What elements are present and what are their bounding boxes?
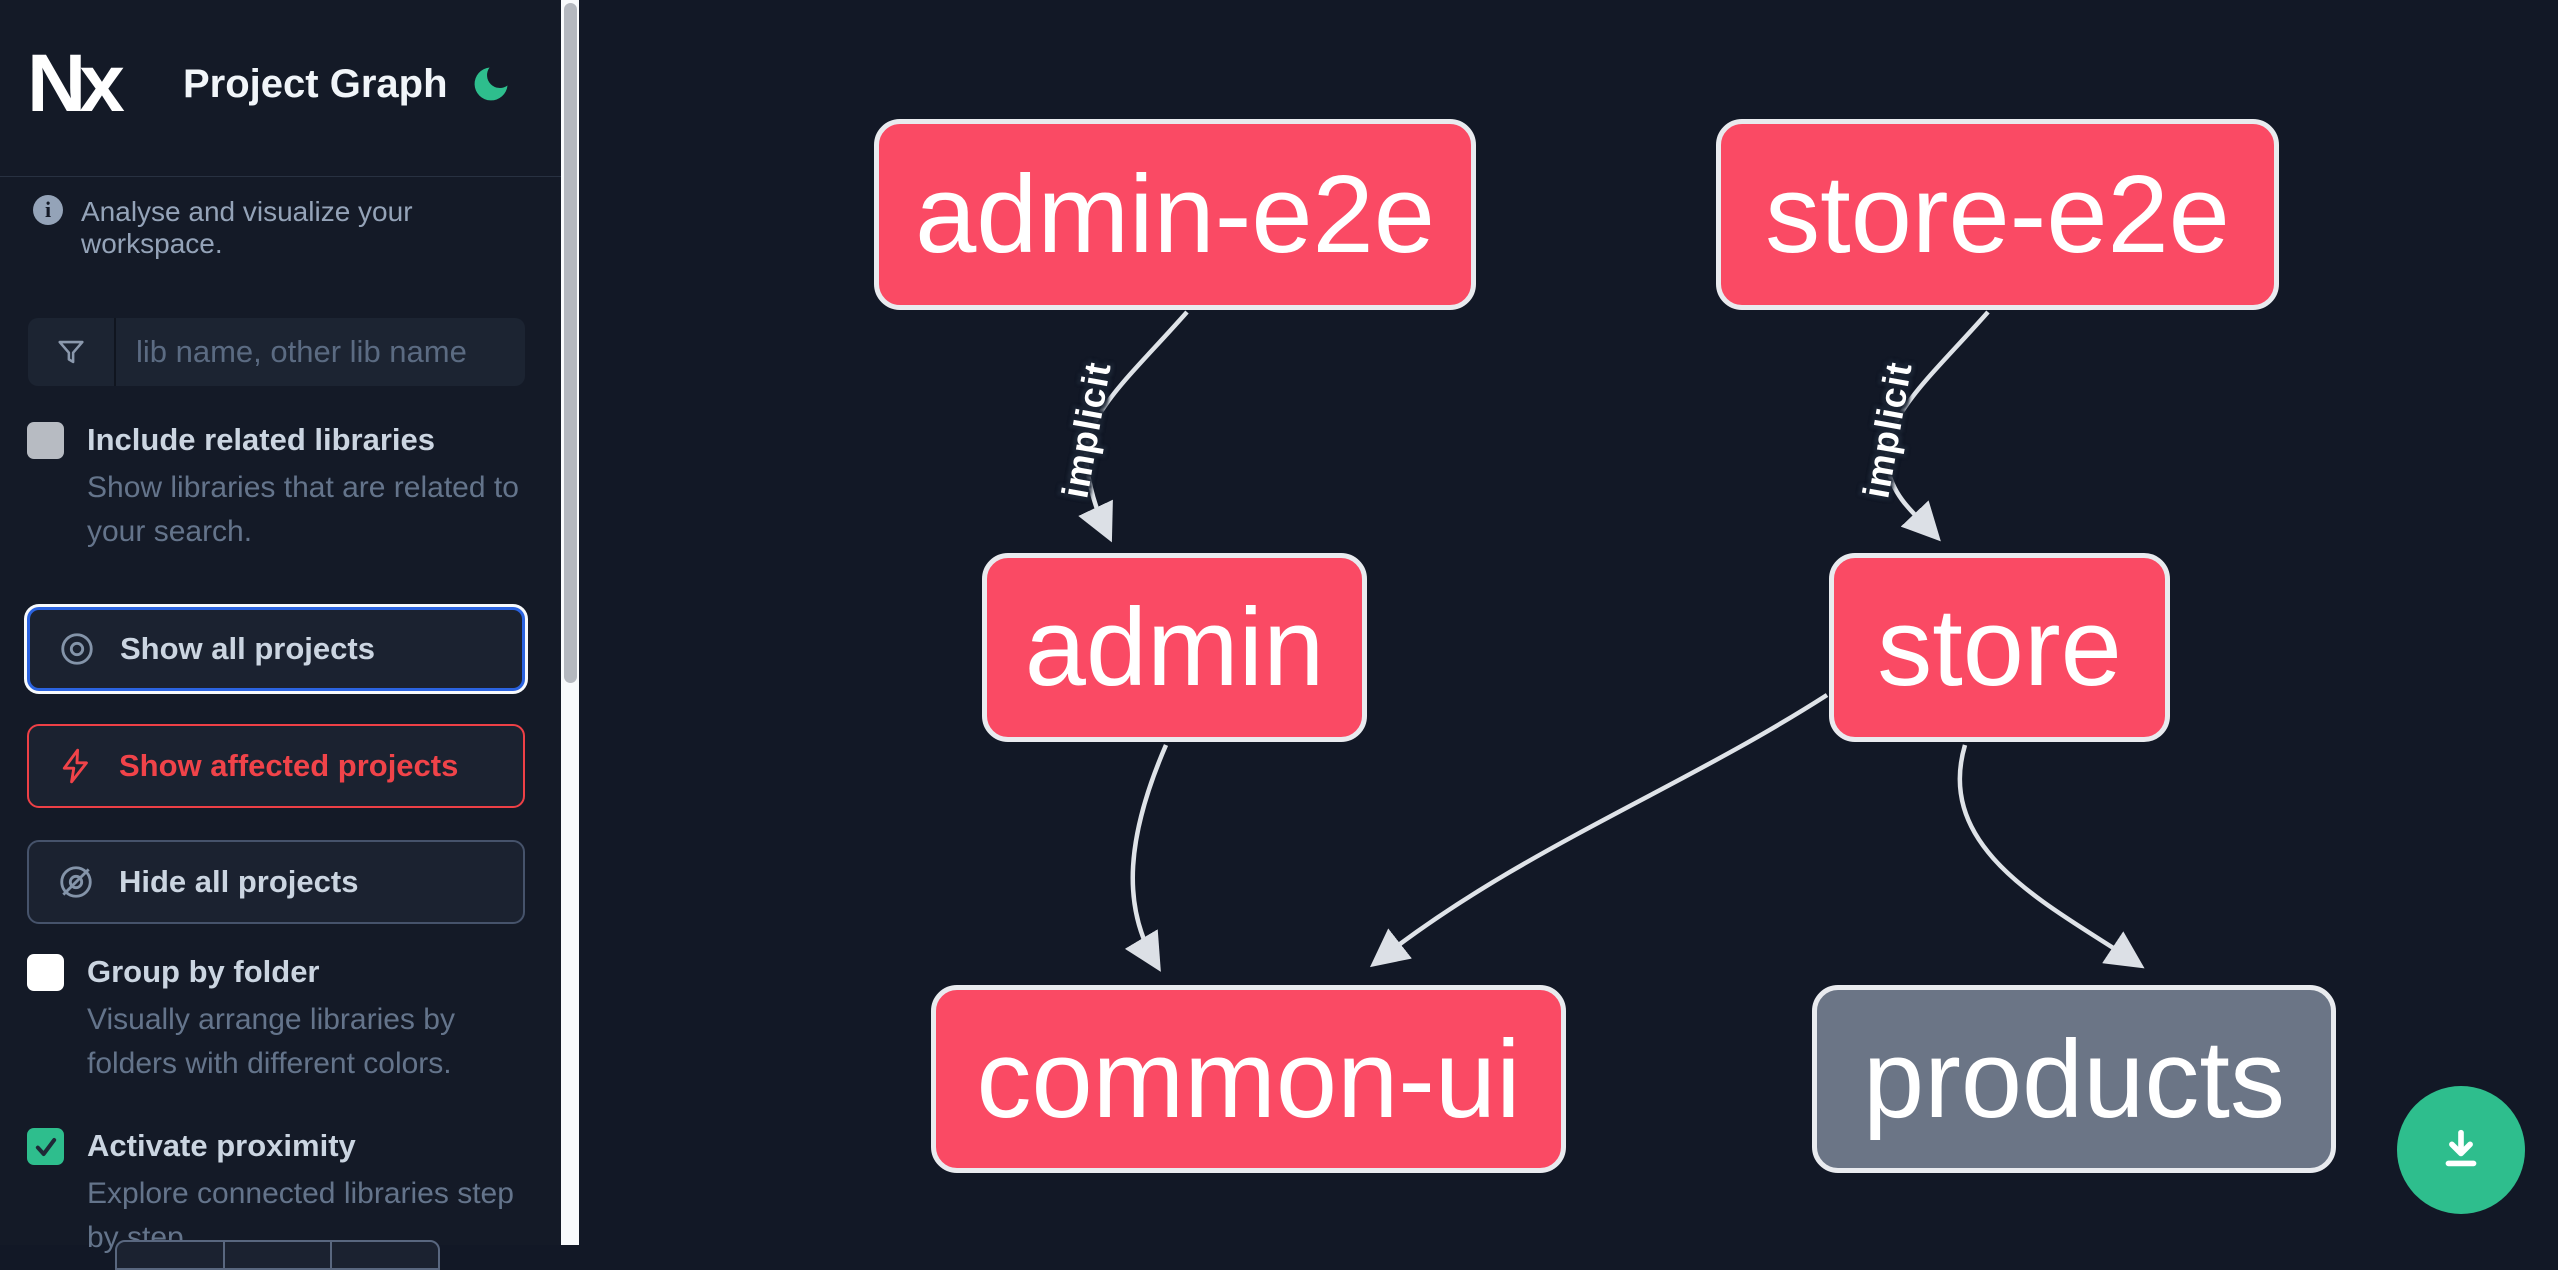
- bolt-icon: [57, 747, 95, 785]
- sidebar: Nx Project Graph i Analyse and visualize…: [0, 0, 561, 1270]
- edge-store-e2e-store: [1884, 310, 1990, 542]
- activate-proximity-checkbox[interactable]: [27, 1128, 64, 1165]
- include-related-checkbox[interactable]: [27, 422, 64, 459]
- include-related-label[interactable]: Include related libraries: [87, 422, 436, 457]
- hide-all-projects-button[interactable]: Hide all projects: [27, 840, 525, 924]
- header-divider: [0, 176, 561, 177]
- edge-store-products: [1957, 744, 2145, 969]
- funnel-icon: [28, 318, 116, 386]
- edge-admin-common-ui: [1124, 744, 1169, 972]
- filter-search: [28, 318, 555, 386]
- group-by-folder-description: Visually arrange libraries by folders wi…: [87, 1003, 455, 1080]
- node-admin-e2e[interactable]: admin-e2e: [874, 119, 1476, 310]
- node-store-e2e[interactable]: store-e2e: [1716, 119, 2279, 310]
- sidebar-scrollbar[interactable]: [561, 0, 579, 1245]
- project-graph-canvas[interactable]: implicit implicit admin-e2e store-e2e ad…: [579, 0, 2558, 1245]
- show-affected-projects-button[interactable]: Show affected projects: [27, 724, 525, 808]
- info-icon: i: [33, 195, 63, 225]
- download-icon: [2435, 1124, 2487, 1176]
- show-all-projects-button[interactable]: Show all projects: [27, 607, 525, 691]
- group-by-folder-checkbox[interactable]: [27, 954, 64, 991]
- search-input[interactable]: [116, 318, 555, 386]
- moon-icon: [469, 67, 513, 109]
- eye-icon: [58, 630, 96, 668]
- group-by-folder-row: Group by folder Visually arrange librari…: [27, 952, 532, 1086]
- edge-admin-e2e-admin: [1078, 310, 1189, 543]
- node-common-ui[interactable]: common-ui: [931, 985, 1566, 1173]
- tagline: Analyse and visualize your workspace.: [81, 196, 413, 259]
- node-store[interactable]: store: [1829, 553, 2170, 742]
- nx-logo: Nx: [27, 38, 125, 129]
- include-related-description: Show libraries that are related to your …: [87, 471, 519, 548]
- show-all-projects-label: Show all projects: [120, 631, 375, 666]
- dependency-edges: [1078, 310, 2145, 972]
- show-affected-projects-label: Show affected projects: [119, 748, 459, 783]
- check-icon: [32, 1133, 60, 1161]
- eye-off-icon: [57, 863, 95, 901]
- hide-all-projects-label: Hide all projects: [119, 864, 359, 899]
- node-admin[interactable]: admin: [982, 553, 1367, 742]
- node-products[interactable]: products: [1812, 985, 2336, 1173]
- edge-store-common-ui: [1369, 693, 1829, 968]
- group-by-folder-label[interactable]: Group by folder: [87, 954, 320, 989]
- sidebar-scrollbar-thumb[interactable]: [563, 3, 577, 683]
- include-related-row: Include related libraries Show libraries…: [27, 420, 532, 554]
- page-title: Project Graph: [183, 62, 448, 106]
- download-graph-button[interactable]: [2397, 1086, 2525, 1214]
- dark-mode-toggle[interactable]: [468, 62, 514, 108]
- activate-proximity-label[interactable]: Activate proximity: [87, 1128, 356, 1163]
